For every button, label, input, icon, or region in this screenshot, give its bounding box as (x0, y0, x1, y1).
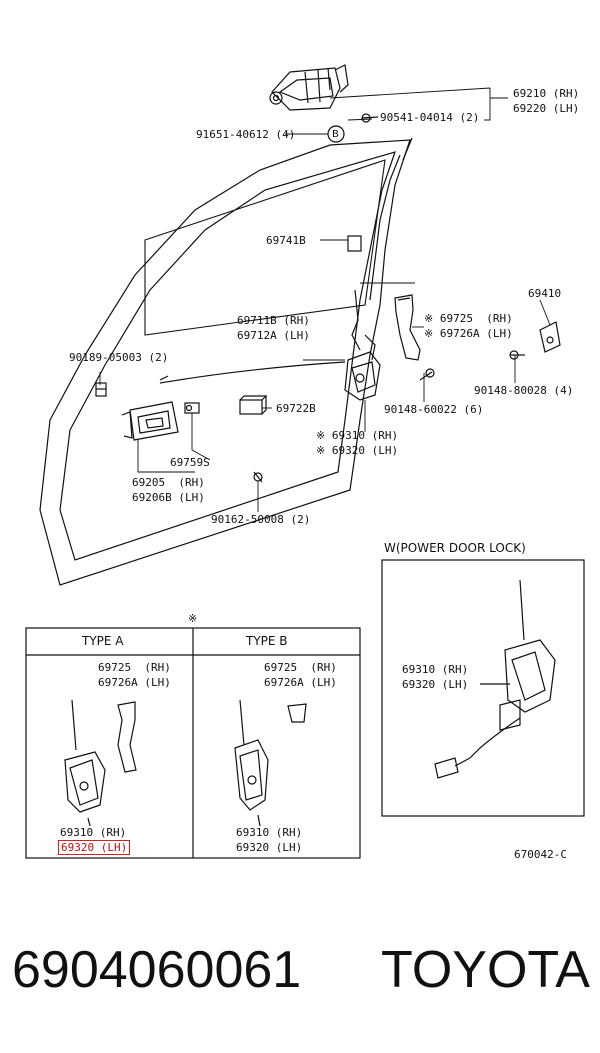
power-lock-69320: 69320 (LH) (402, 678, 469, 691)
label-69410: 69410 (528, 287, 562, 300)
label-69205: 69205 (RH) (132, 476, 205, 489)
type-b-lock-drawing (234, 699, 307, 827)
label-69712a: 69712A (LH) (237, 329, 310, 342)
label-69722b: 69722B (276, 402, 316, 415)
label-69741b: 69741B (266, 234, 306, 247)
power-lock-box (381, 559, 585, 817)
clip-69759s (184, 402, 200, 414)
figure-id: 670042-C (514, 848, 567, 861)
label-90189: 90189-05003 (2) (69, 351, 169, 364)
power-lock-title: W(POWER DOOR LOCK) (384, 541, 526, 555)
note-mark: ※ (188, 612, 198, 625)
label-69206b: 69206B (LH) (132, 491, 205, 504)
label-90541: 90541-04014 (2) (380, 111, 480, 124)
label-90148-80028: 90148-80028 (4) (474, 384, 574, 397)
type-table (25, 627, 361, 859)
label-90162: 90162-50008 (2) (211, 513, 311, 526)
screw-90541 (361, 113, 379, 123)
label-ref-b: B (332, 129, 339, 140)
label-69725: ※ 69725 (RH) (424, 312, 513, 325)
bracket-69725 (394, 294, 421, 361)
label-90148-60022: 90148-60022 (6) (384, 403, 484, 416)
label-69310: ※ 69310 (RH) (316, 429, 399, 442)
type-a-69320-highlighted: 69320 (LH) (58, 840, 131, 855)
type-a-69726a: 69726A (LH) (98, 676, 171, 689)
type-b-69310: 69310 (RH) (236, 826, 303, 839)
footer-part-number: 6904060061 (12, 941, 302, 999)
rod-69711b (159, 361, 346, 384)
button-69722b (239, 395, 268, 415)
type-b-69726a: 69726A (LH) (264, 676, 337, 689)
label-69711b: 69711B (RH) (237, 314, 310, 327)
label-69759s: 69759S (170, 456, 210, 469)
outside-handle (269, 64, 349, 111)
inside-handle-69205 (121, 401, 179, 441)
power-lock-69310: 69310 (RH) (402, 663, 469, 676)
screw-90148-60022 (419, 368, 435, 381)
door-lock-assembly (344, 289, 381, 401)
screw-90162 (253, 471, 263, 483)
clip-90189 (95, 382, 107, 397)
label-69220: 69220 (LH) (513, 102, 580, 115)
label-91651: 91651-40612 (4) (196, 128, 296, 141)
footer: 6904060061 TOYOTA (12, 938, 590, 1008)
leader-lines (99, 87, 551, 512)
label-69726a: ※ 69726A (LH) (424, 327, 513, 340)
clip-69741b (347, 235, 362, 252)
type-b-header: TYPE B (246, 634, 288, 648)
type-a-69725: 69725 (RH) (98, 661, 171, 674)
label-69320: ※ 69320 (LH) (316, 444, 399, 457)
footer-brand: TOYOTA (381, 941, 590, 999)
type-a-header: TYPE A (82, 634, 124, 648)
type-b-69725: 69725 (RH) (264, 661, 337, 674)
type-a-69310: 69310 (RH) (60, 826, 127, 839)
door-outline (39, 137, 413, 586)
type-a-lock-drawing (64, 699, 137, 827)
striker-69410 (539, 321, 561, 353)
label-69210: 69210 (RH) (513, 87, 580, 100)
type-b-69320: 69320 (LH) (236, 841, 303, 854)
screw-90148-80028 (509, 350, 525, 360)
